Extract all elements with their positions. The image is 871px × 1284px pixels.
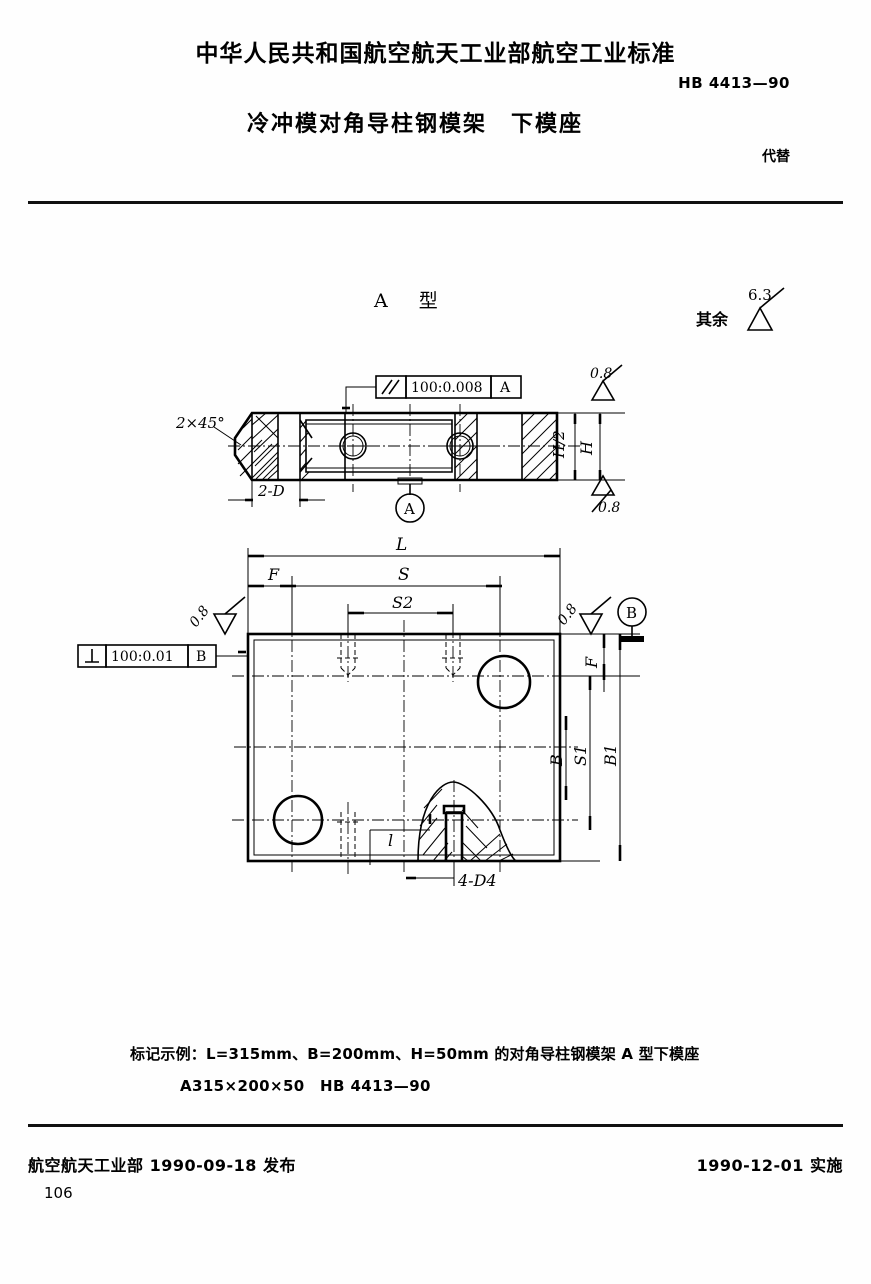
- chamfer-note: 2×45°: [175, 414, 225, 432]
- parallelism-value: 100:0.008: [411, 380, 483, 396]
- standard-number: HB 4413—90: [678, 74, 790, 92]
- plan-surface-right-value: 0.8: [555, 601, 581, 628]
- front-surface-top-value: 0.8: [590, 366, 612, 382]
- screw-hole-top-left: [337, 626, 359, 682]
- section-hatch-left2: [251, 412, 279, 480]
- plan-hole-note-group: 4-D4: [406, 861, 497, 890]
- parallelism-tolerance-frame: 100:0.008 A: [342, 375, 522, 413]
- plan-surface-finish-right: 0.8: [555, 596, 612, 636]
- datum-a-symbol: A: [395, 477, 425, 523]
- page-title: 中华人民共和国航空航天工业部航空工业标准: [195, 41, 676, 67]
- plan-dim-B1: B1: [601, 634, 622, 861]
- page-number: 106: [44, 1184, 73, 1202]
- datum-a-label: A: [403, 500, 415, 518]
- section-hatch-mid: [299, 420, 310, 480]
- plan-view: 4-D4 l 100:0.01 B: [77, 535, 647, 890]
- remainder-roughness-symbol: 6.3: [746, 286, 785, 331]
- screw-hole-top-right: [442, 626, 464, 682]
- plan-dim-L: L: [247, 535, 561, 634]
- plan-dim-small-l: l: [369, 814, 432, 865]
- front-dim-2D: 2-D: [228, 480, 325, 507]
- guide-post-hole-bottom-left: [272, 794, 324, 846]
- plan-dim-f-top: F: [267, 565, 280, 584]
- plan-surface-finish-left: 0.8: [187, 596, 246, 636]
- datum-b-label: B: [626, 604, 637, 622]
- plan-dim-width: B: [547, 754, 566, 767]
- section-hatch-far-right: [521, 412, 558, 481]
- front-dim-height: H: [577, 440, 596, 456]
- footer-effective-date: 1990-12-01 实施: [696, 1156, 843, 1175]
- header-divider: [28, 201, 843, 204]
- front-height-dims: H/2 H: [550, 412, 625, 481]
- technical-drawing: 6.3: [77, 286, 785, 890]
- plan-hole-note: 4-D4: [457, 871, 497, 890]
- footer-issue-date: 航空航天工业部 1990-09-18 发布: [28, 1156, 296, 1175]
- screw-hole-bottom-left: [337, 802, 359, 874]
- remainder-value: 6.3: [748, 286, 772, 304]
- plan-dim-s: S: [398, 565, 410, 585]
- guide-post-hole-top-right: [476, 654, 532, 710]
- marking-example-line1: 标记示例：L=315mm、B=200mm、H=50mm 的对角导柱钢模架 A 型…: [130, 1045, 700, 1063]
- plan-dim-length: L: [395, 535, 407, 555]
- local-section-view: [417, 780, 519, 874]
- section-hatch-left: [237, 415, 279, 481]
- plan-dim-s2: S2: [392, 593, 413, 612]
- front-view: 2×45° 100:0.008 A 2-D: [175, 364, 625, 523]
- front-surface-finish-top: 0.8: [590, 364, 623, 401]
- front-hole-note: 2-D: [257, 482, 285, 500]
- perpendicularity-tolerance-frame: 100:0.01 B: [77, 644, 248, 668]
- plan-dim-S: S: [292, 565, 502, 634]
- type-label: A 型: [374, 290, 444, 312]
- perpendicularity-value: 100:0.01: [111, 649, 174, 665]
- datum-b-symbol: B: [617, 597, 647, 642]
- page-subtitle: 冷冲模对角导柱钢模架 下模座: [246, 112, 583, 137]
- plan-surface-left-value: 0.8: [187, 603, 213, 630]
- plan-dim-b1: B1: [601, 744, 620, 767]
- plan-dim-s1: S1: [571, 745, 590, 766]
- remainder-label: 其余: [696, 310, 729, 329]
- replaces-label: 代替: [762, 149, 790, 165]
- front-dim-half-height: H/2: [550, 430, 568, 459]
- perpendicularity-datum: B: [196, 649, 206, 665]
- front-surface-finish-bottom: 0.8: [590, 474, 620, 516]
- footer-divider: [28, 1124, 843, 1127]
- parallelism-datum: A: [499, 380, 511, 396]
- plan-dim-S2: S2: [347, 593, 454, 634]
- marking-example-line2: A315×200×50 HB 4413—90: [180, 1077, 431, 1095]
- plan-dim-S1: S1: [571, 676, 592, 830]
- plan-dim-f-right: F: [582, 656, 601, 669]
- plan-dim-l-small: l: [388, 831, 393, 850]
- plan-dim-F-right: F: [560, 633, 640, 692]
- front-surface-bottom-value: 0.8: [598, 500, 620, 516]
- plan-dim-B: B: [547, 716, 600, 862]
- plan-dim-F-top: F: [248, 565, 348, 634]
